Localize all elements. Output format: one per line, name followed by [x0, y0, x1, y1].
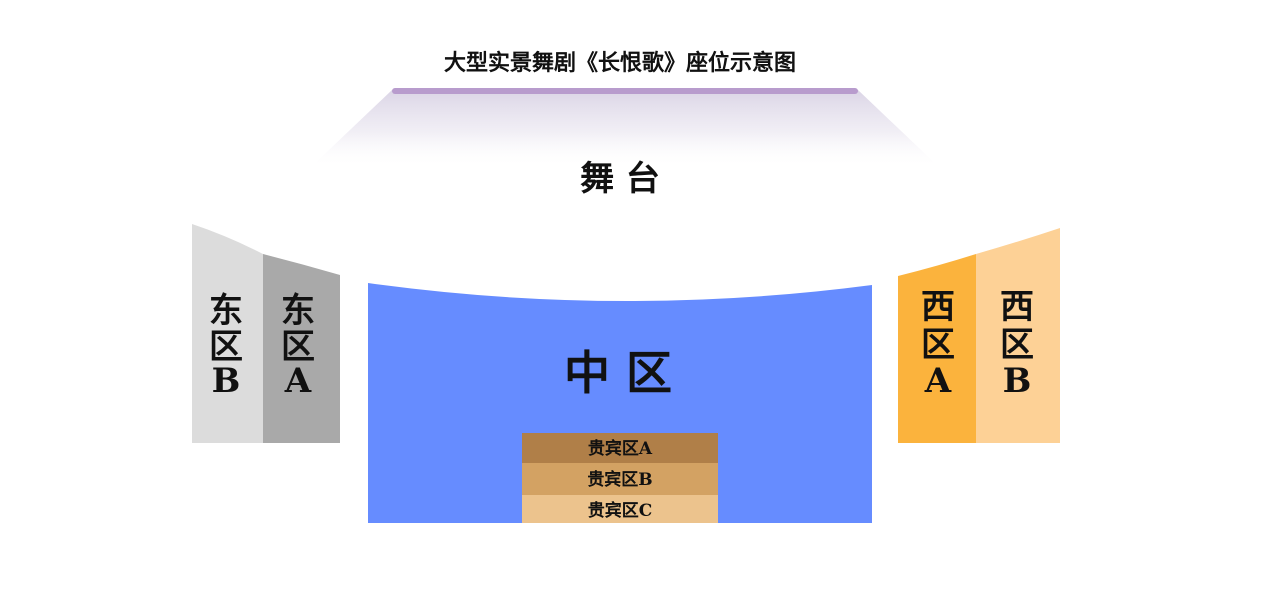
- west-section-a[interactable]: [898, 254, 976, 443]
- svg-text:西: 西: [921, 287, 955, 327]
- east-section-a-label: 东 区 A: [281, 291, 315, 401]
- west-section-b[interactable]: [976, 228, 1060, 443]
- svg-text:A: A: [924, 361, 952, 401]
- stage-line: [392, 88, 858, 94]
- center-section-label: 中 区: [564, 346, 672, 400]
- svg-text:区: 区: [209, 327, 243, 367]
- svg-text:区: 区: [1000, 325, 1034, 365]
- east-section-b[interactable]: [192, 224, 263, 443]
- vip-section-c-label: 贵宾区C: [588, 500, 653, 521]
- east-section-b-label: 东 区 B: [209, 291, 243, 401]
- svg-text:A: A: [284, 361, 312, 401]
- east-section-a[interactable]: [263, 254, 340, 443]
- stage-area: [310, 90, 940, 168]
- svg-text:区: 区: [281, 327, 315, 367]
- stage-label: 舞 台: [580, 159, 660, 199]
- svg-text:东: 东: [209, 291, 243, 331]
- svg-text:西: 西: [1000, 287, 1034, 327]
- west-section-a-label: 西 区 A: [921, 287, 955, 401]
- diagram-title: 大型实景舞剧《长恨歌》座位示意图: [444, 50, 796, 76]
- svg-text:东: 东: [281, 291, 315, 331]
- vip-section-b[interactable]: [522, 463, 718, 495]
- svg-text:B: B: [1003, 361, 1032, 401]
- vip-section-a[interactable]: [522, 433, 718, 463]
- center-section[interactable]: [368, 283, 872, 523]
- vip-section-a-label: 贵宾区A: [588, 438, 653, 459]
- west-section-b-label: 西 区 B: [1000, 287, 1034, 401]
- vip-section-b-label: 贵宾区B: [587, 469, 652, 490]
- vip-section-c[interactable]: [522, 495, 718, 523]
- svg-text:区: 区: [921, 325, 955, 365]
- svg-text:B: B: [212, 361, 241, 401]
